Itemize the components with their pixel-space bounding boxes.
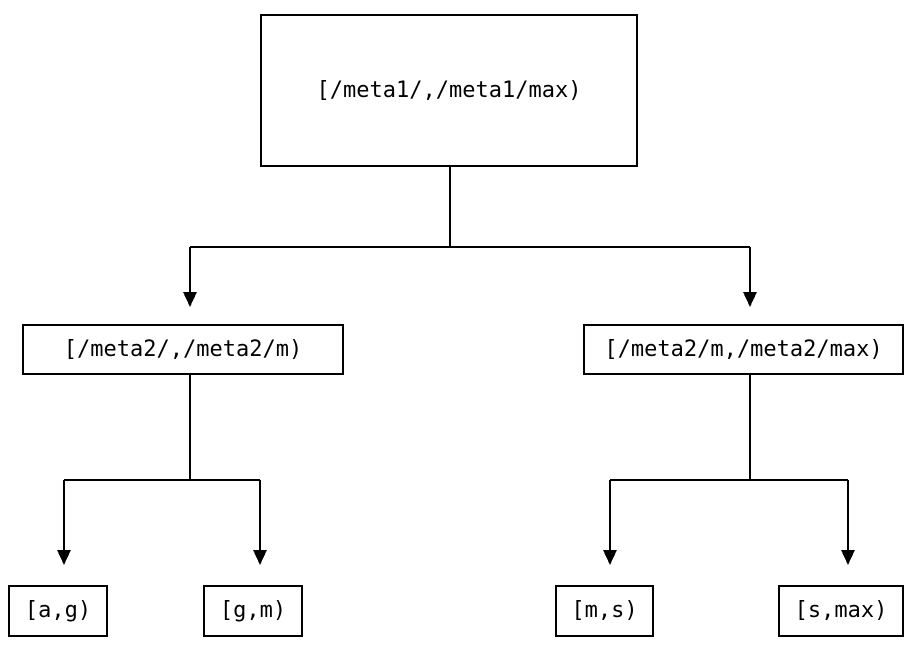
arrowhead-down-icon	[57, 550, 71, 565]
node-leaf-4: [s,max)	[778, 585, 904, 637]
node-leaf-2: [g,m)	[203, 585, 303, 637]
node-right-child-label: [/meta2/m,/meta2/max)	[604, 336, 883, 362]
node-left-child-label: [/meta2/,/meta2/m)	[63, 336, 303, 362]
node-leaf-3: [m,s)	[555, 585, 654, 637]
node-left-child: [/meta2/,/meta2/m)	[22, 324, 344, 375]
arrowhead-down-icon	[253, 550, 267, 565]
arrowhead-down-icon	[183, 292, 197, 307]
node-right-child: [/meta2/m,/meta2/max)	[583, 324, 904, 375]
node-leaf-2-label: [g,m)	[219, 598, 287, 623]
node-leaf-1: [a,g)	[8, 585, 108, 637]
arrowhead-down-icon	[743, 292, 757, 307]
node-root: [/meta1/,/meta1/max)	[260, 14, 638, 167]
node-leaf-4-label: [s,max)	[794, 598, 888, 623]
node-root-label: [/meta1/,/meta1/max)	[316, 77, 582, 103]
edge-line	[609, 375, 849, 550]
edge-left-child-to-leaves	[57, 375, 267, 565]
arrowhead-down-icon	[603, 550, 617, 565]
edge-line	[63, 375, 261, 550]
node-leaf-1-label: [a,g)	[24, 598, 92, 623]
edge-line	[189, 167, 751, 292]
edge-right-child-to-leaves	[603, 375, 855, 565]
edge-root-to-children	[183, 167, 757, 307]
arrowhead-down-icon	[841, 550, 855, 565]
node-leaf-3-label: [m,s)	[571, 598, 638, 623]
